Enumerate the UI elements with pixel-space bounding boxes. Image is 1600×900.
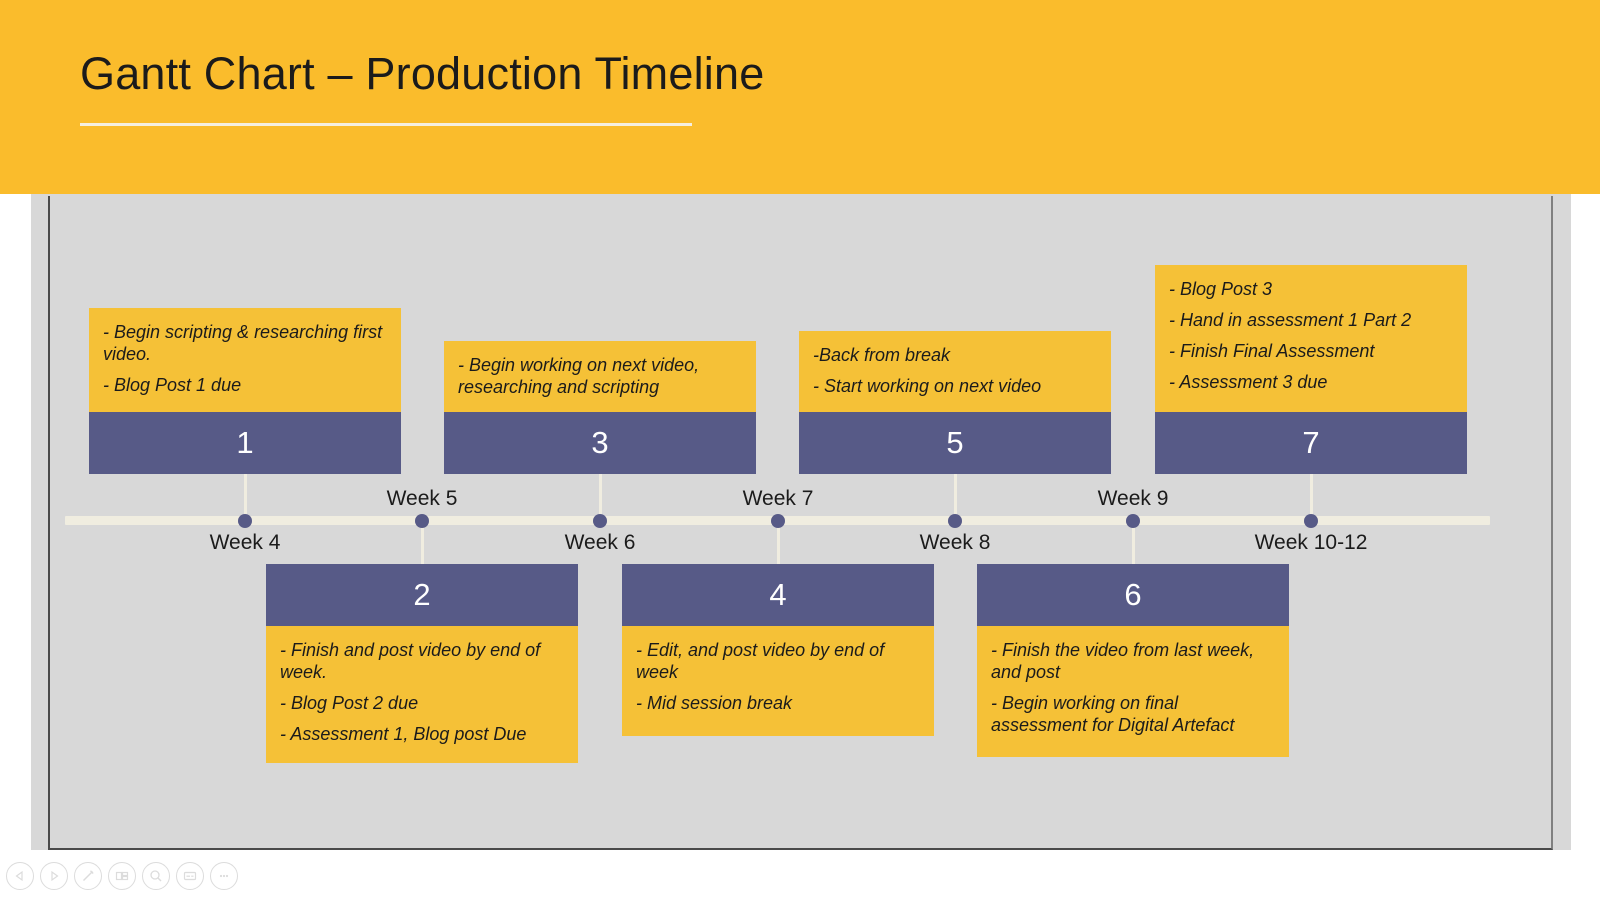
milestone-note-box: - Blog Post 3 - Hand in assessment 1 Part…	[1155, 265, 1467, 412]
milestone-note-box: - Finish the video from last week, and p…	[977, 626, 1289, 757]
pen-button[interactable]	[74, 862, 102, 890]
slide-header-band: Gantt Chart – Production Timeline	[0, 0, 1600, 194]
milestone-note-line: - Hand in assessment 1 Part 2	[1169, 310, 1412, 331]
timeline-connector	[954, 474, 957, 519]
milestone-number-bar: 2	[266, 564, 578, 626]
timeline-marker-dot	[1126, 514, 1140, 528]
milestone-number: 6	[1124, 577, 1142, 612]
milestone-number: 3	[591, 425, 609, 460]
milestone-number-bar: 6	[977, 564, 1289, 626]
timeline-marker-dot	[238, 514, 252, 528]
title-underline	[80, 123, 692, 126]
page-title: Gantt Chart – Production Timeline	[80, 48, 765, 99]
milestone-number-bar: 5	[799, 412, 1111, 474]
timeline-tick-label: Week 9	[1097, 487, 1169, 510]
timeline-connector	[244, 474, 247, 519]
timeline-connector	[421, 521, 424, 564]
milestone-number-bar: 7	[1155, 412, 1467, 474]
milestone-note-line: - Finish and post video by end of week.	[280, 640, 541, 683]
all-slides-button[interactable]	[108, 862, 136, 890]
timeline-marker-dot	[948, 514, 962, 528]
milestone-note-box: - Begin scripting & researching first vi…	[89, 308, 401, 412]
presentation-toolbar	[0, 852, 1600, 900]
milestone-note-line: - Finish Final Assessment	[1169, 341, 1375, 362]
milestone-note-line: - Finish the video from last week, and p…	[991, 640, 1255, 683]
milestone-note-line: - Begin working on final assessment for …	[991, 693, 1235, 736]
more-options-button[interactable]	[210, 862, 238, 890]
timeline-connector	[1132, 521, 1135, 564]
milestone-note-box: - Edit, and post video by end of week - M…	[622, 626, 934, 736]
milestone-note-line: - Edit, and post video by end of week	[636, 640, 885, 683]
timeline-tick-label: Week 6	[564, 531, 636, 554]
milestone-note-line: - Blog Post 1 due	[103, 375, 242, 396]
milestone-note-box: -Back from break - Start working on next …	[799, 331, 1111, 412]
milestone-number-bar: 3	[444, 412, 756, 474]
timeline-marker-dot	[771, 514, 785, 528]
milestone-number: 5	[946, 425, 964, 460]
timeline-connector	[1310, 474, 1313, 519]
milestone-note-line: - Start working on next video	[813, 376, 1042, 397]
next-slide-button[interactable]	[40, 862, 68, 890]
milestone-note-line: - Begin scripting & researching first vi…	[103, 322, 383, 365]
milestone-number: 1	[236, 425, 254, 460]
milestone-note-line: - Begin working on next video, researchi…	[458, 355, 700, 398]
timeline-connector	[777, 521, 780, 564]
timeline-connector	[599, 474, 602, 519]
milestone-number: 7	[1302, 425, 1320, 460]
zoom-button[interactable]	[142, 862, 170, 890]
milestone-number: 4	[769, 577, 787, 612]
timeline-tick-label: Week 4	[209, 531, 281, 554]
milestone-number-bar: 4	[622, 564, 934, 626]
previous-slide-button[interactable]	[6, 862, 34, 890]
milestone-note-line: - Assessment 3 due	[1169, 372, 1328, 393]
milestone-note-line: - Blog Post 2 due	[280, 693, 419, 714]
milestone-note-box: - Finish and post video by end of week. -…	[266, 626, 578, 763]
milestone-number: 2	[413, 577, 431, 612]
subtitles-button[interactable]	[176, 862, 204, 890]
milestone-note-line: -Back from break	[813, 345, 951, 365]
timeline-marker-dot	[415, 514, 429, 528]
timeline-tick-label: Week 10-12	[1254, 531, 1368, 554]
timeline-tick-label: Week 7	[742, 487, 814, 510]
milestone-note-line: - Assessment 1, Blog post Due	[280, 724, 527, 745]
timeline-tick-label: Week 8	[919, 531, 991, 554]
timeline-marker-dot	[593, 514, 607, 528]
milestone-note-line: - Blog Post 3	[1169, 279, 1273, 299]
milestone-note-box: - Begin working on next video, researchi…	[444, 341, 756, 412]
timeline-tick-label: Week 5	[386, 487, 458, 510]
milestone-note-line: - Mid session break	[636, 693, 793, 714]
milestone-number-bar: 1	[89, 412, 401, 474]
timeline-marker-dot	[1304, 514, 1318, 528]
